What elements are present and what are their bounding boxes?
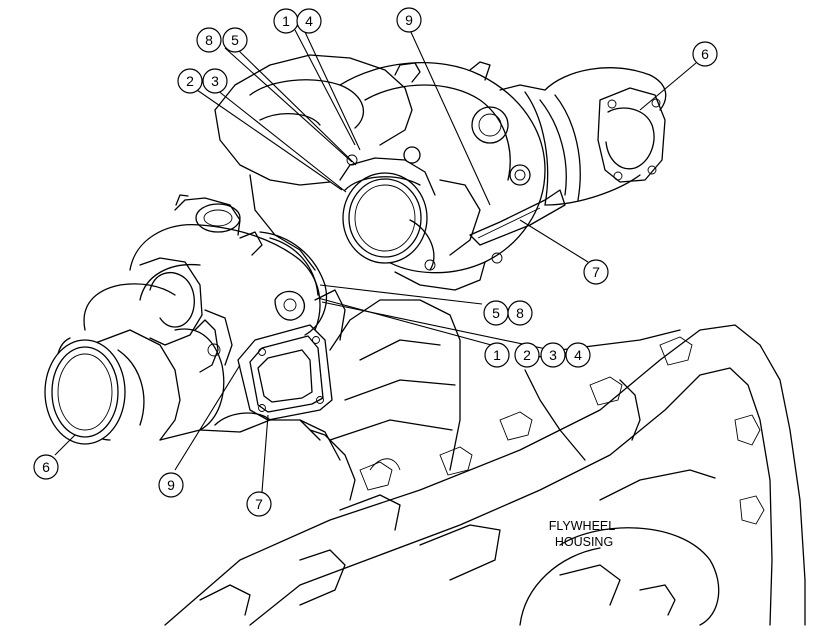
svg-text:2: 2	[186, 73, 194, 89]
callout-8-mid: 8	[507, 300, 533, 326]
svg-text:4: 4	[305, 13, 313, 29]
upper-turbocharger-drawing	[214, 54, 667, 291]
svg-text:8: 8	[516, 305, 524, 321]
callout-8-top: 8	[196, 27, 222, 53]
svg-text:7: 7	[592, 264, 600, 280]
callout-3-mid: 3	[540, 342, 566, 368]
svg-text:5: 5	[231, 32, 239, 48]
callout-1-top: 1	[273, 8, 299, 34]
svg-text:5: 5	[492, 305, 500, 321]
svg-text:9: 9	[405, 12, 413, 28]
callout-4-mid: 4	[565, 342, 591, 368]
callout-bubbles: 1 4 9 8 5 2 3 6 7 5 8 1 2 3 4 6 9 7	[33, 7, 718, 517]
svg-text:6: 6	[701, 46, 709, 62]
callout-9-top: 9	[396, 7, 422, 33]
caption-line-1: FLYWHEEL	[549, 519, 615, 533]
callout-6-left: 6	[33, 454, 59, 480]
svg-text:3: 3	[549, 347, 557, 363]
callout-7-right: 7	[583, 259, 609, 285]
svg-text:4: 4	[574, 347, 582, 363]
lower-turbocharger-drawing	[44, 194, 356, 501]
flywheel-housing-label: FLYWHEEL HOUSING	[549, 519, 615, 549]
svg-text:9: 9	[167, 477, 175, 493]
svg-text:6: 6	[42, 459, 50, 475]
svg-text:7: 7	[255, 496, 263, 512]
svg-text:3: 3	[211, 73, 219, 89]
svg-text:2: 2	[523, 347, 531, 363]
svg-text:1: 1	[493, 347, 501, 363]
svg-text:8: 8	[205, 32, 213, 48]
callout-4-top: 4	[296, 8, 322, 34]
callout-5-top: 5	[222, 27, 248, 53]
callout-9-left: 9	[158, 472, 184, 498]
caption-line-2: HOUSING	[555, 535, 613, 549]
callout-1-mid: 1	[484, 342, 510, 368]
callout-5-mid: 5	[483, 300, 509, 326]
flywheel-housing-drawing	[164, 299, 806, 626]
svg-text:1: 1	[282, 13, 290, 29]
callout-2-top: 2	[177, 68, 203, 94]
callout-7-left: 7	[246, 491, 272, 517]
callout-6-right: 6	[692, 41, 718, 67]
callout-2-mid: 2	[514, 342, 540, 368]
callout-3-top: 3	[202, 68, 228, 94]
